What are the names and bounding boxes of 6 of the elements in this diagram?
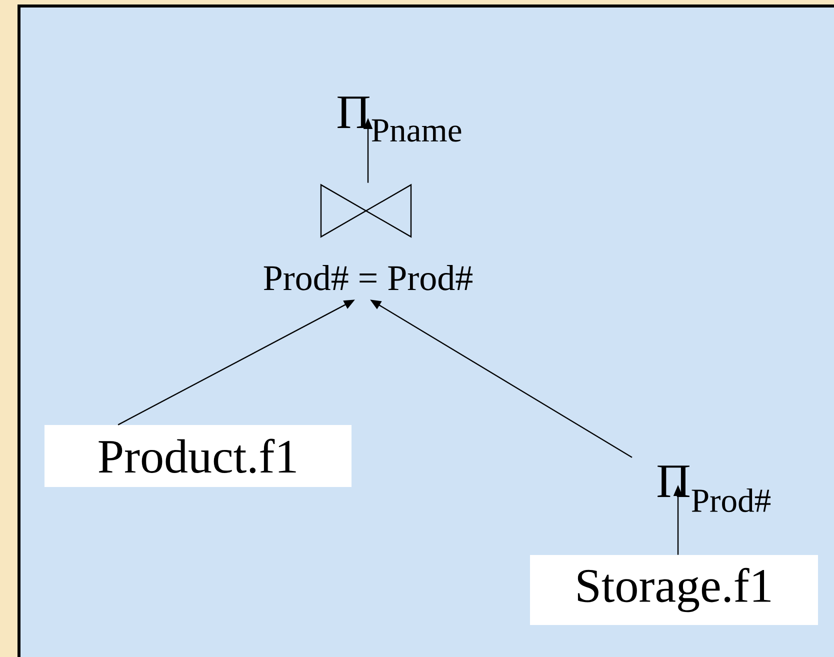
node-label: Prod# = Prod# — [264, 265, 472, 290]
relation-box: Product.f1 — [44, 425, 352, 487]
projection-operator: Π$_{Prod#}$ — [658, 466, 771, 512]
join-operator: Prod# = Prod# — [264, 184, 472, 290]
projection-operator: Π$_{Pname}$ — [338, 96, 462, 142]
relation-box: Storage.f1 — [530, 555, 818, 625]
